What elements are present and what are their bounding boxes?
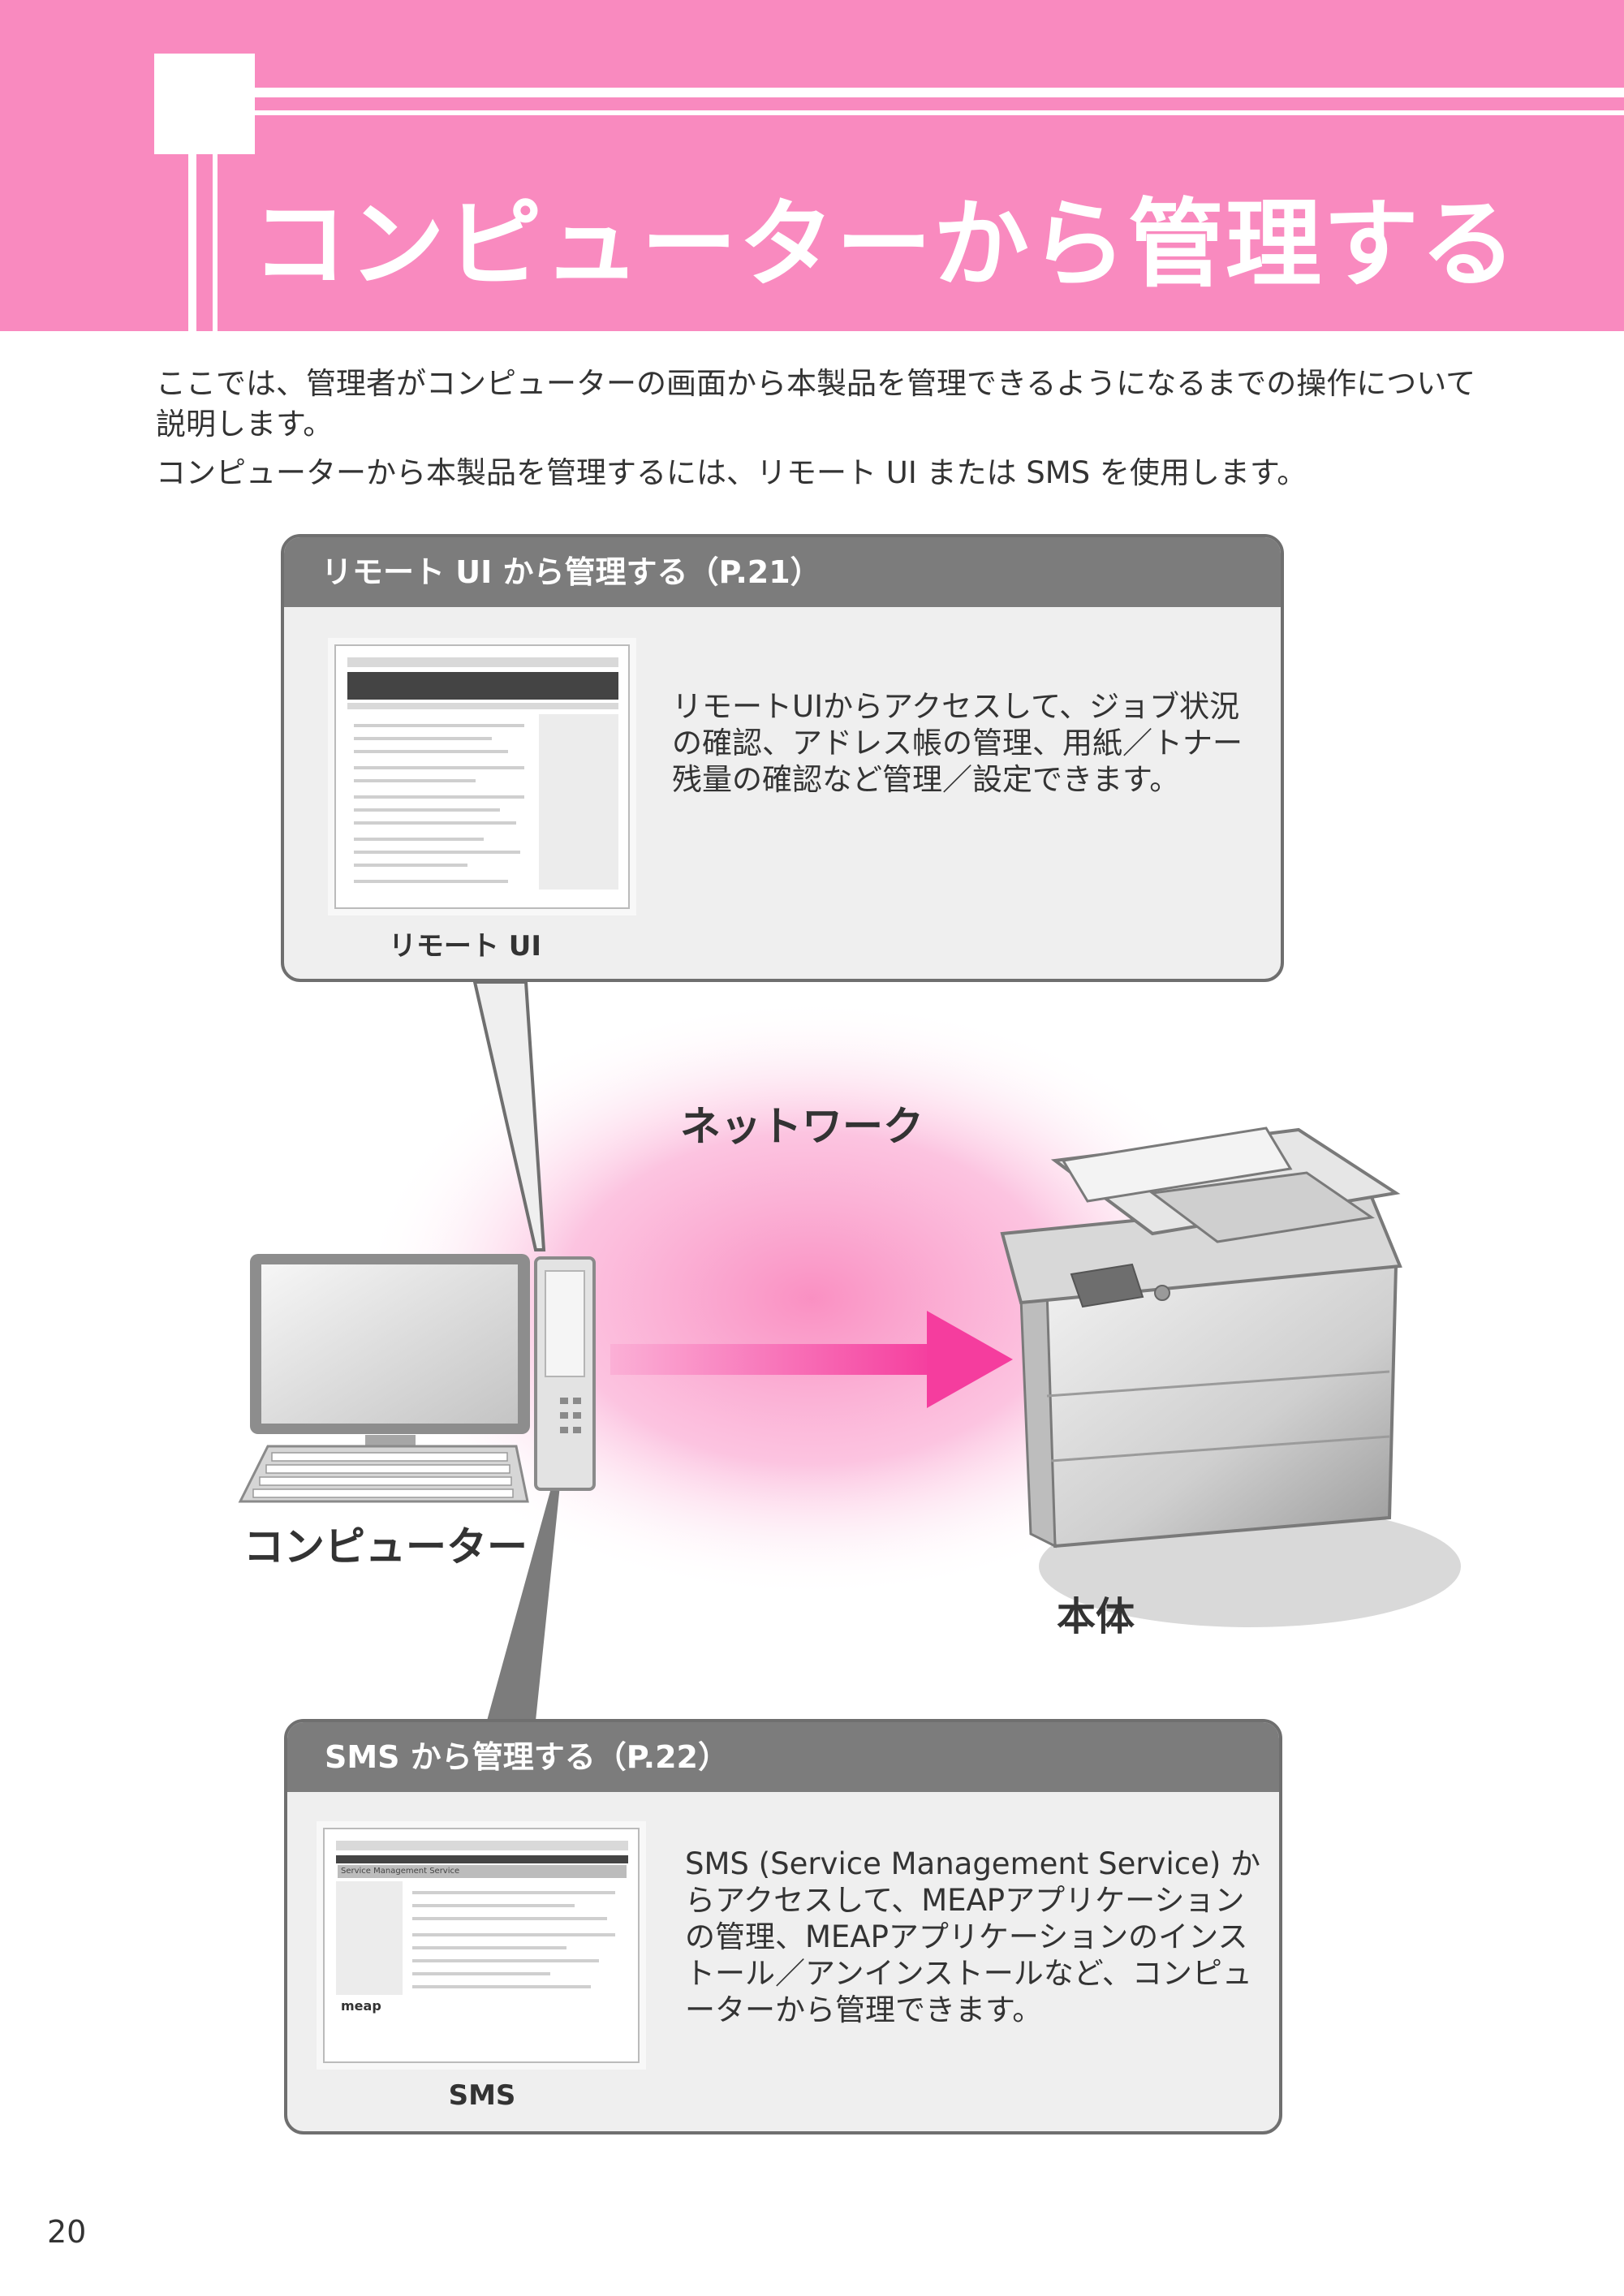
sms-screen-title: Service Management Service (338, 1865, 627, 1878)
sms-caption: SMS (448, 2079, 516, 2112)
intro-paragraph: ここでは、管理者がコンピューターの画面から本製品を管理できるようになるまでの操作… (156, 366, 1476, 442)
printer-adf (1061, 1126, 1293, 1203)
computer-label: コンピューター (243, 1523, 528, 1570)
callout-tail-sms (487, 1485, 560, 1721)
printer-drawer-line (1046, 1370, 1390, 1398)
remote-ui-caption: リモート UI (388, 930, 542, 963)
header-rule-vertical (213, 154, 218, 331)
network-arrow-head (927, 1311, 1013, 1408)
printer-adf-tray (1149, 1171, 1375, 1243)
sms-screenshot: Service Management Service meap (323, 1828, 640, 2063)
remote-ui-screenshot (334, 644, 630, 909)
network-label: ネットワーク (680, 1103, 924, 1150)
network-arrow-shaft (610, 1344, 935, 1375)
page-title: コンピューターから管理する (252, 188, 1518, 300)
intro-paragraph: コンピューターから本製品を管理するには、リモート UI または SMS を使用し… (156, 455, 1307, 490)
header-rule-vertical (188, 154, 196, 331)
remote-ui-heading: リモート UI から管理する（P.21） (284, 537, 1281, 607)
remote-ui-description: リモートUIからアクセスして、ジョブ状況の確認、アドレス帳の管理、用紙／トナー残… (672, 689, 1243, 797)
keyboard-keys (252, 1452, 514, 1498)
header-band: コンピューターから管理する (0, 0, 1624, 331)
monitor-screen (261, 1264, 518, 1424)
printer-button (1154, 1285, 1170, 1301)
sms-heading: SMS から管理する（P.22） (287, 1722, 1279, 1792)
meap-logo: meap (341, 1998, 381, 2014)
printer-drawer-line (1050, 1435, 1390, 1462)
callout-tail-remote-ui (472, 980, 546, 1251)
sms-description: SMS (Service Management Service) からアクセスし… (685, 1846, 1261, 2027)
pc-tower-ports (560, 1398, 581, 1433)
page-number: 20 (47, 2214, 87, 2250)
printer-control-panel (1070, 1263, 1144, 1308)
header-rule (154, 110, 1624, 115)
printer-body (1019, 1264, 1398, 1549)
device-label: 本体 (1057, 1594, 1135, 1639)
header-rule (154, 88, 1624, 97)
header-notch (154, 54, 255, 154)
pc-tower-bay (545, 1270, 585, 1377)
